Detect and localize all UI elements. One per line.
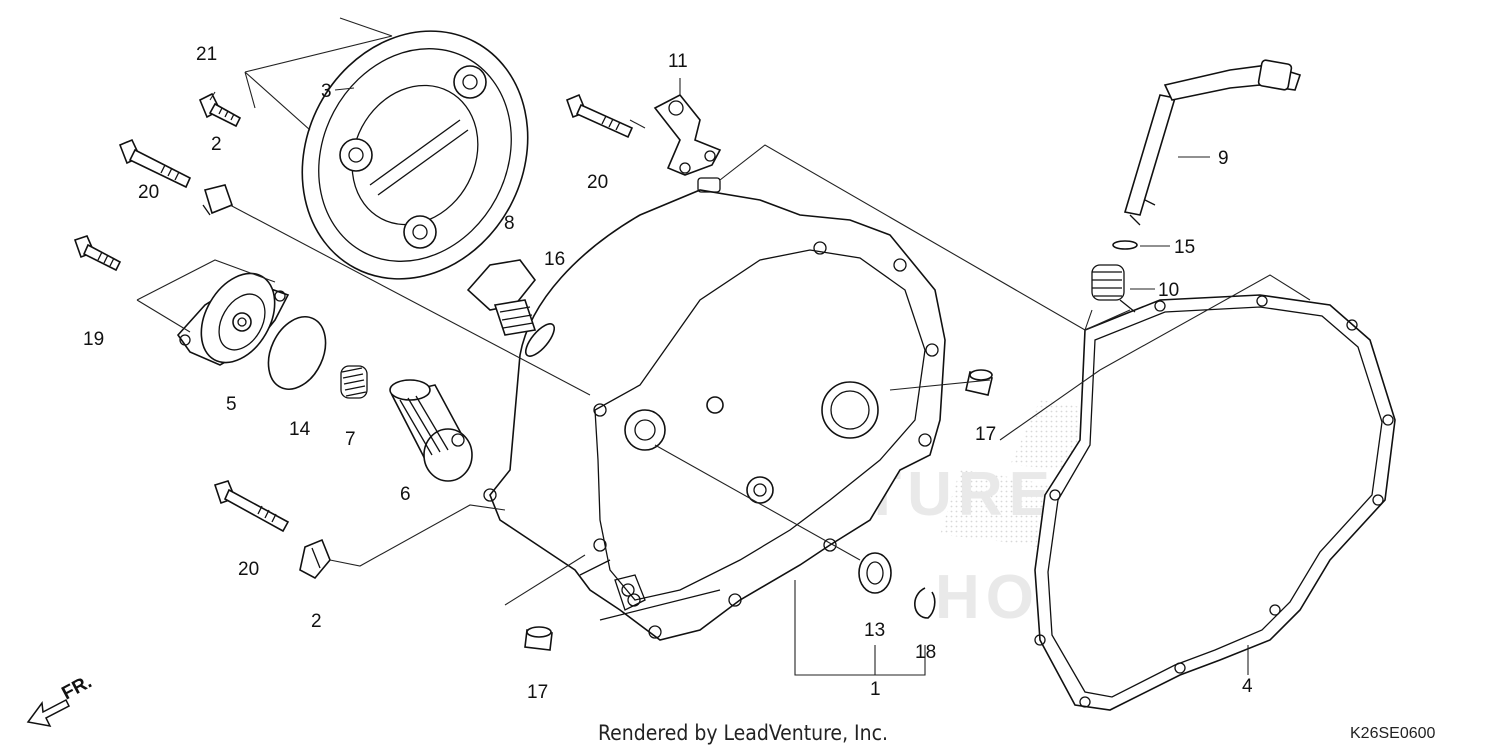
callout-2-lower: 2 (311, 611, 322, 632)
part-18-circlip (914, 587, 936, 619)
callout-7: 7 (345, 429, 356, 450)
callout-1: 1 (870, 679, 881, 700)
part-6-oil-filter (389, 379, 473, 482)
callout-6: 6 (400, 484, 411, 505)
part-5-filter-cap (176, 272, 290, 366)
part-20-bolt-upper-left (118, 138, 192, 189)
part-2-clamp-lower (299, 538, 331, 580)
callout-19: 19 (83, 329, 104, 350)
callout-20-lower-left: 20 (238, 559, 259, 580)
part-17-dowel-lower (524, 626, 553, 651)
callout-20-center: 20 (587, 172, 608, 193)
callout-3: 3 (321, 81, 332, 102)
part-4-gasket (1034, 294, 1396, 711)
part-20-bolt-center (565, 93, 634, 139)
callout-8: 8 (504, 213, 515, 234)
part-9-shaft (1123, 59, 1302, 226)
callout-16: 16 (544, 249, 565, 270)
arrow-left-icon (26, 698, 71, 728)
callout-5: 5 (226, 394, 237, 415)
part-19-bolt (73, 235, 122, 272)
callouts: 21 3 2 20 19 5 14 7 6 8 16 11 20 9 15 10… (83, 44, 1253, 703)
part-8-plug (466, 259, 537, 336)
part-1-crankcase-cover (483, 177, 946, 641)
callout-21: 21 (196, 44, 217, 65)
leader-lines (136, 17, 1311, 676)
part-7-spring (340, 365, 368, 399)
part-17-dowel-upper (965, 369, 993, 396)
rendered-by-credit: Rendered by LeadVenture, Inc. (598, 721, 888, 745)
part-16-o-ring (524, 323, 556, 357)
callout-2-upper: 2 (211, 134, 222, 155)
callout-11: 11 (668, 51, 688, 72)
part-15-washer (1112, 240, 1138, 250)
part-21-bolt (198, 92, 242, 128)
callout-15: 15 (1174, 237, 1195, 258)
callout-10: 10 (1158, 280, 1179, 301)
front-label: FR. (58, 672, 95, 705)
callout-14: 14 (289, 419, 311, 440)
front-direction-marker: FR. (26, 672, 95, 728)
part-20-bolt-lower-left (213, 480, 290, 533)
part-13-oil-seal (858, 552, 892, 594)
callout-13: 13 (864, 620, 885, 641)
part-11-bracket (653, 93, 722, 176)
part-10-spring (1091, 264, 1136, 313)
callout-17-lower: 17 (527, 682, 548, 703)
part-3-outer-cover (301, 30, 529, 280)
callout-20-upper-left: 20 (138, 182, 159, 203)
callout-4: 4 (1242, 676, 1253, 697)
callout-17-upper: 17 (975, 424, 996, 445)
diagram-code: K26SE0600 (1350, 725, 1436, 742)
part-2-clamp-upper (202, 184, 234, 216)
callout-18: 18 (915, 642, 936, 663)
callout-9: 9 (1218, 148, 1229, 169)
part-14-o-ring (267, 316, 327, 390)
